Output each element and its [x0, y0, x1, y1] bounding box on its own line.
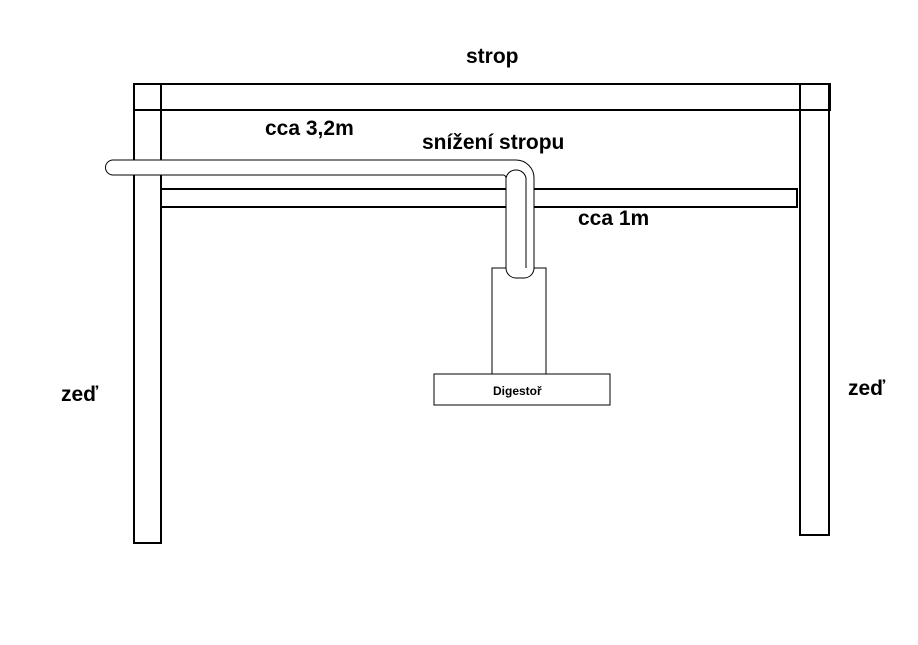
ceiling-drop-label: snížení stropu: [422, 131, 564, 154]
right-wall: [799, 83, 830, 536]
left-wall-label: zeď: [61, 383, 99, 406]
hood-label: Digestoř: [493, 384, 542, 398]
exhaust-duct-bend: [505, 169, 527, 268]
left-wall: [133, 83, 162, 544]
right-wall-label: zeď: [848, 377, 886, 400]
hood-base: [433, 373, 611, 406]
ceiling-label: strop: [466, 45, 519, 68]
length-horizontal-label: cca 3,2m: [265, 117, 354, 140]
lowered-ceiling: [160, 188, 798, 208]
hood-column: [491, 267, 547, 377]
length-vertical-label: cca 1m: [578, 207, 649, 230]
ceiling-beam: [133, 83, 831, 111]
exhaust-duct: [105, 159, 535, 279]
